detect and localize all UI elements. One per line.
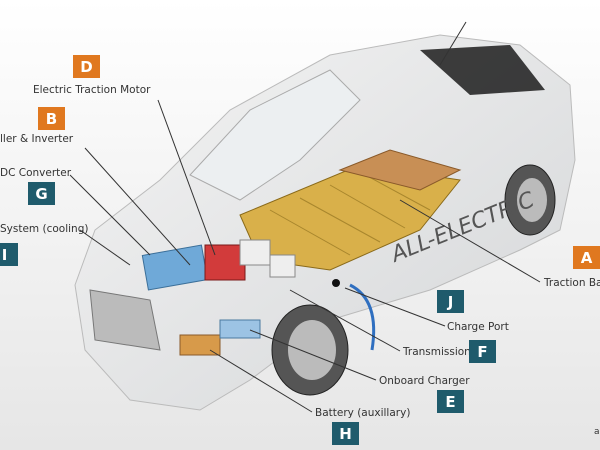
windshield — [189, 69, 361, 201]
callout-b-badge: B — [38, 107, 65, 130]
callout-h-label: Battery (auxillary) — [315, 407, 411, 419]
callout-f-label: Transmission — [403, 346, 471, 358]
callout-g-badge: G — [28, 182, 55, 205]
callout-d-label: Electric Traction Motor — [33, 84, 151, 96]
grille — [89, 289, 161, 351]
callout-h-badge: H — [332, 422, 359, 445]
callout-a-label: Traction Bat — [544, 277, 600, 289]
rear-window — [420, 45, 545, 95]
callout-f-badge: F — [469, 340, 496, 363]
motor-unit — [204, 244, 246, 281]
callout-e-badge: E — [437, 390, 464, 413]
callout-i-label: System (cooling) — [0, 223, 89, 235]
callout-b-label: ller & Inverter — [0, 133, 74, 145]
callout-i-badge: I — [0, 243, 18, 266]
callout-j-label: Charge Port — [447, 321, 509, 333]
callout-a-badge: A — [573, 246, 600, 269]
callout-e-label: Onboard Charger — [379, 375, 470, 387]
corner-text: a — [594, 427, 600, 437]
dc-converter-unit — [141, 244, 209, 291]
callout-g-label: DC Converter — [0, 167, 72, 179]
charge-cable — [349, 283, 376, 351]
callout-d-badge: D — [73, 55, 100, 78]
callout-j-badge: J — [437, 290, 464, 313]
